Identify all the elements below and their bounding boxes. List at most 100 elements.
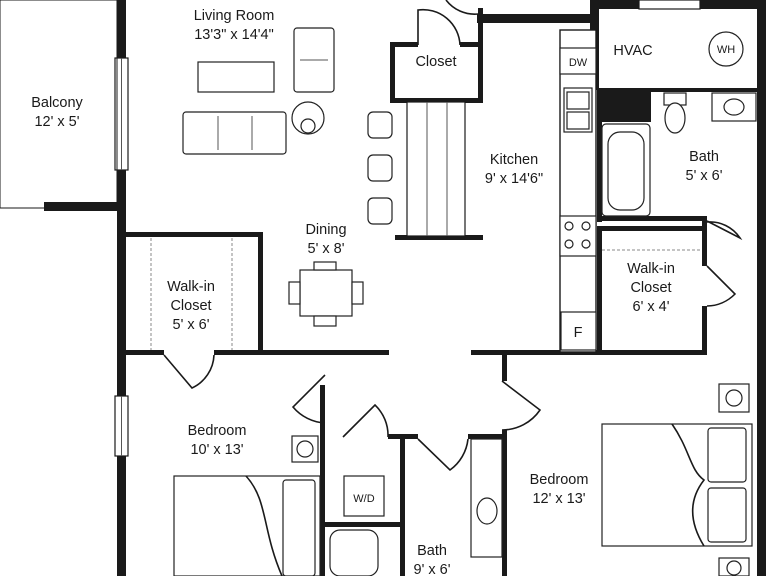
kitchen-dims: 9' x 14'6" [485, 171, 543, 187]
wall-closet-bottom [390, 98, 483, 103]
wall-bedroom-left-right [320, 385, 325, 576]
wall-hvac-top-a [599, 0, 639, 9]
wall-bath-small-stub [702, 216, 707, 232]
bath-main-fixtures: W/D [329, 438, 503, 576]
wall-bath-main-right [502, 430, 507, 576]
door-bedroom-right[interactable] [501, 380, 542, 431]
wall-left-lower [117, 456, 126, 576]
bedroom-left-name: Bedroom [188, 423, 247, 439]
sink-basin-a [566, 91, 590, 110]
side-table [291, 101, 325, 135]
bedroom-left-furniture [173, 435, 321, 576]
wall-laundry-bottom [325, 522, 405, 527]
fridge-label: F [574, 325, 583, 341]
bath-main-name: Bath [417, 543, 447, 559]
balcony-name: Balcony [31, 95, 83, 111]
bedroom-right-furniture [601, 383, 753, 576]
chair-bottom [313, 315, 337, 327]
pillow-left-a [282, 479, 316, 576]
wall-hall-right-stub [502, 355, 507, 381]
wall-walkin-left-bottom-b [214, 350, 389, 355]
water-heater-icon [708, 31, 744, 67]
wall-closet-top-b [460, 42, 483, 47]
wall-walkin-left-right [258, 232, 263, 354]
door-walkin-left[interactable] [163, 354, 215, 389]
doors [163, 0, 743, 472]
chair-right [351, 281, 364, 305]
door-bath-small[interactable] [706, 220, 743, 241]
sink-basin-b [566, 111, 590, 130]
wall-balcony-bottom [44, 202, 126, 211]
bath-small-dims: 5' x 6' [686, 168, 723, 184]
wall-walkin-left-bottom-a [126, 350, 164, 355]
sink-icon [723, 98, 745, 116]
walkin-left-line1: Walk-in [167, 279, 215, 295]
kitchen-island-edge [395, 235, 483, 240]
wall-closet-top-a [390, 42, 418, 47]
washer-dryer [343, 475, 385, 517]
stool-2 [367, 154, 393, 182]
door-bath-main[interactable] [417, 438, 469, 472]
walkin-right-line2: Closet [630, 280, 671, 296]
door-laundry[interactable] [342, 403, 389, 438]
fridge [560, 311, 597, 351]
walkin-right-line1: Walk-in [627, 261, 675, 277]
bedroom-right-dims: 12' x 13' [532, 491, 585, 507]
sofa [182, 111, 287, 155]
wall-closet-right [478, 8, 483, 102]
bathtub-main [329, 529, 379, 576]
stove [559, 215, 597, 257]
kitchen-name: Kitchen [490, 152, 538, 168]
bathtub-inner [607, 131, 645, 211]
door-bedroom-left[interactable] [291, 374, 326, 424]
bedroom-right-name: Bedroom [530, 472, 589, 488]
wall-walkin-right-left [597, 226, 602, 354]
door-entry[interactable] [445, 0, 479, 15]
kitchen-island [406, 101, 466, 237]
bath-small-fixtures [601, 92, 757, 217]
windows [114, 0, 701, 457]
closet-name: Closet [415, 54, 456, 70]
stool-1 [367, 111, 393, 139]
dishwasher-label: DW [569, 57, 588, 69]
bar-stools [367, 111, 393, 225]
burner-3 [564, 239, 574, 249]
hvac-name: HVAC [613, 43, 652, 59]
lamp-right-top-icon [725, 389, 743, 407]
wall-walkin-right-top [597, 226, 707, 231]
chair-top [313, 261, 337, 271]
lamp-icon [300, 118, 316, 134]
sink-main-icon [476, 497, 498, 525]
door-walkin-right[interactable] [706, 265, 737, 307]
balcony-outline [0, 0, 118, 209]
dining-set [288, 261, 364, 327]
door-closet[interactable] [417, 8, 461, 46]
bath-main-dims: 9' x 6' [414, 562, 451, 576]
burner-1 [564, 221, 574, 231]
balcony-dims: 12' x 5' [34, 114, 79, 130]
burner-4 [581, 239, 591, 249]
dining-name: Dining [305, 222, 346, 238]
wall-left-mid [117, 170, 126, 396]
wall-bath-main-left [400, 434, 405, 576]
wall-closet-left [390, 42, 395, 102]
window-hvac [638, 0, 701, 10]
burner-2 [581, 221, 591, 231]
coffee-table [197, 61, 275, 93]
wall-bath-main-top-b [468, 434, 507, 439]
lamp-left-icon [296, 440, 314, 458]
wall-walkin-right-right [702, 226, 707, 266]
stool-3 [367, 197, 393, 225]
living-furniture [182, 27, 335, 155]
dishwasher [559, 47, 597, 75]
wall-hvac-bottom [651, 88, 757, 92]
wall-top-kitchen [477, 14, 590, 23]
toilet-icon [664, 102, 686, 134]
walkin-left-line2: Closet [170, 298, 211, 314]
bedroom-left-dims: 10' x 13' [190, 442, 243, 458]
room-labels: Living Room 13'3" x 14'4" Balcony 12' x … [31, 8, 735, 576]
washer-dryer-label: W/D [353, 493, 374, 505]
bath-small-name: Bath [689, 149, 719, 165]
wall-bath-small-bottom [597, 216, 707, 221]
